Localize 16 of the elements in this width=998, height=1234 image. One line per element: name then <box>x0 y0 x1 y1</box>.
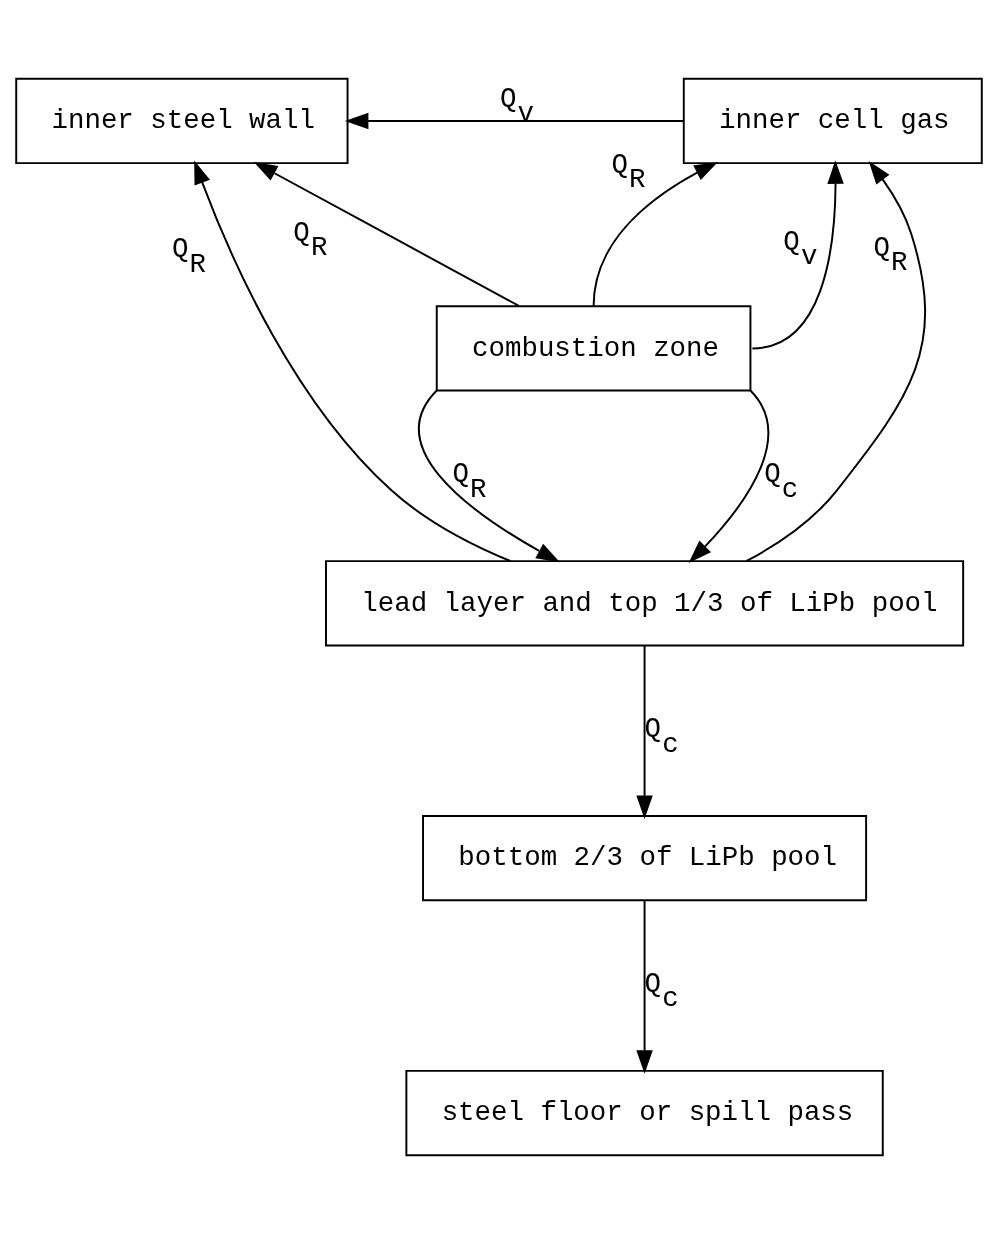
arrow <box>592 162 718 308</box>
arrow <box>194 160 512 563</box>
arrow <box>344 112 685 130</box>
arrow <box>745 160 927 562</box>
arrow <box>636 644 653 819</box>
node-box: inner cell gas <box>682 77 983 165</box>
node-box: steel floor or spill pass <box>405 1069 884 1157</box>
arrow <box>636 899 653 1074</box>
node-box: lead layer and top 1/3 of LiPb pool <box>325 560 965 647</box>
node-box: bottom 2/3 of LiPb pool <box>422 815 868 902</box>
arrow <box>418 389 560 563</box>
node-box: combustion zone <box>435 305 752 392</box>
arrow <box>688 389 770 564</box>
arrow <box>253 162 520 307</box>
arrow <box>751 160 844 350</box>
node-box: inner steel wall <box>15 77 349 165</box>
